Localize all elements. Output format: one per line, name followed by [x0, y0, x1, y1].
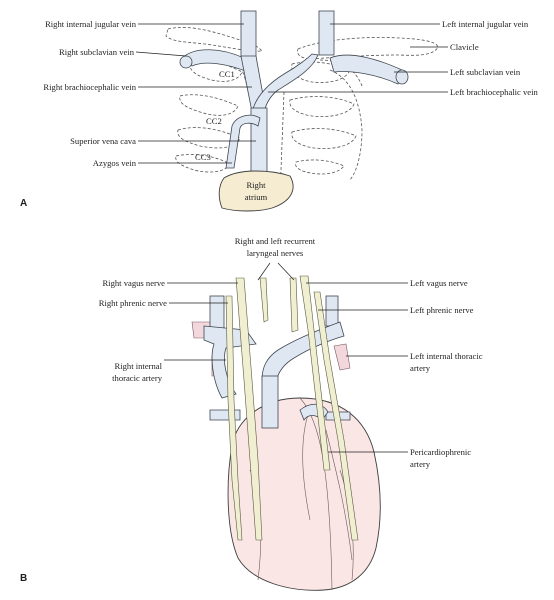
label-clavicle: Clavicle	[450, 42, 479, 52]
pericardiophrenic-artery	[325, 429, 353, 561]
veins-panel-a	[179, 10, 409, 181]
atrium-label-line1: Right	[246, 180, 266, 190]
right-internal-jugular-vein	[240, 10, 257, 62]
left-internal-jugular-vein	[318, 10, 335, 56]
right-atrium	[218, 170, 294, 212]
left-internal-thoracic-artery	[333, 343, 351, 371]
label-left-vagus-nerve: Left vagus nerve	[410, 278, 468, 288]
left-subclavian-vein	[329, 54, 403, 85]
left-internal-jugular-vein-b	[325, 295, 339, 327]
label-right-phrenic-nerve: Right phrenic nerve	[99, 298, 167, 308]
left-phrenic-nerve	[313, 291, 359, 541]
left-recurrent-laryngeal-nerve	[289, 277, 299, 333]
right-recurrent-laryngeal-nerve	[259, 277, 269, 323]
label-right-subclavian-vein: Right subclavian vein	[59, 47, 135, 57]
atrium-label-line2: atrium	[245, 192, 268, 202]
costal-cartilage-2: CC2	[206, 116, 222, 126]
label-left-subclavian-vein: Left subclavian vein	[450, 67, 521, 77]
label-pericardiophrenic-line1: Pericardiophrenic	[410, 447, 471, 457]
right-internal-jugular-vein-b	[209, 295, 225, 331]
label-right-brachiocephalic-vein: Right brachiocephalic vein	[43, 82, 136, 92]
right-vagus-nerve	[235, 277, 263, 541]
left-clavicle-outline	[297, 37, 439, 60]
label-pericardiophrenic-line2: artery	[410, 459, 431, 469]
label-left-brachiocephalic-vein: Left brachiocephalic vein	[450, 87, 539, 97]
label-recurrent-laryngeal-nerves-line1: Right and left recurrent	[235, 236, 316, 246]
panel-b: Right and left recurrent laryngeal nerve…	[20, 236, 483, 591]
leader-lines-panel-a	[135, 23, 448, 164]
label-azygos-vein: Azygos vein	[93, 158, 137, 168]
label-left-internal-jugular-vein: Left internal jugular vein	[442, 19, 529, 29]
label-right-internal-thoracic-line1: Right internal	[115, 361, 163, 371]
panel-b-letter: B	[20, 573, 27, 584]
panel-a-letter: A	[20, 198, 27, 209]
costal-cartilage-1: CC1	[219, 69, 235, 79]
right-clavicle-outline	[165, 27, 263, 52]
label-left-internal-thoracic-line1: Left internal thoracic	[410, 351, 483, 361]
panel-a: Right atrium CC1 CC2 CC3 Right internal …	[20, 10, 539, 212]
label-right-vagus-nerve: Right vagus nerve	[102, 278, 165, 288]
label-right-internal-jugular-vein: Right internal jugular vein	[45, 19, 137, 29]
superior-vena-cava-b	[261, 375, 279, 429]
label-left-phrenic-nerve: Left phrenic nerve	[410, 305, 474, 315]
left-vagus-nerve	[299, 275, 331, 471]
label-superior-vena-cava: Superior vena cava	[70, 136, 136, 146]
right-phrenic-nerve	[225, 295, 243, 541]
label-left-internal-thoracic-line2: artery	[410, 363, 431, 373]
azygos-vein	[225, 114, 261, 169]
costal-cartilage-3: CC3	[195, 152, 211, 162]
label-right-internal-thoracic-line2: thoracic artery	[112, 373, 163, 383]
label-recurrent-laryngeal-nerves-line2: laryngeal nerves	[247, 248, 304, 258]
nerves	[225, 275, 359, 541]
left-brachiocephalic-vein	[251, 53, 319, 113]
leader-lines-panel-b	[164, 262, 408, 453]
